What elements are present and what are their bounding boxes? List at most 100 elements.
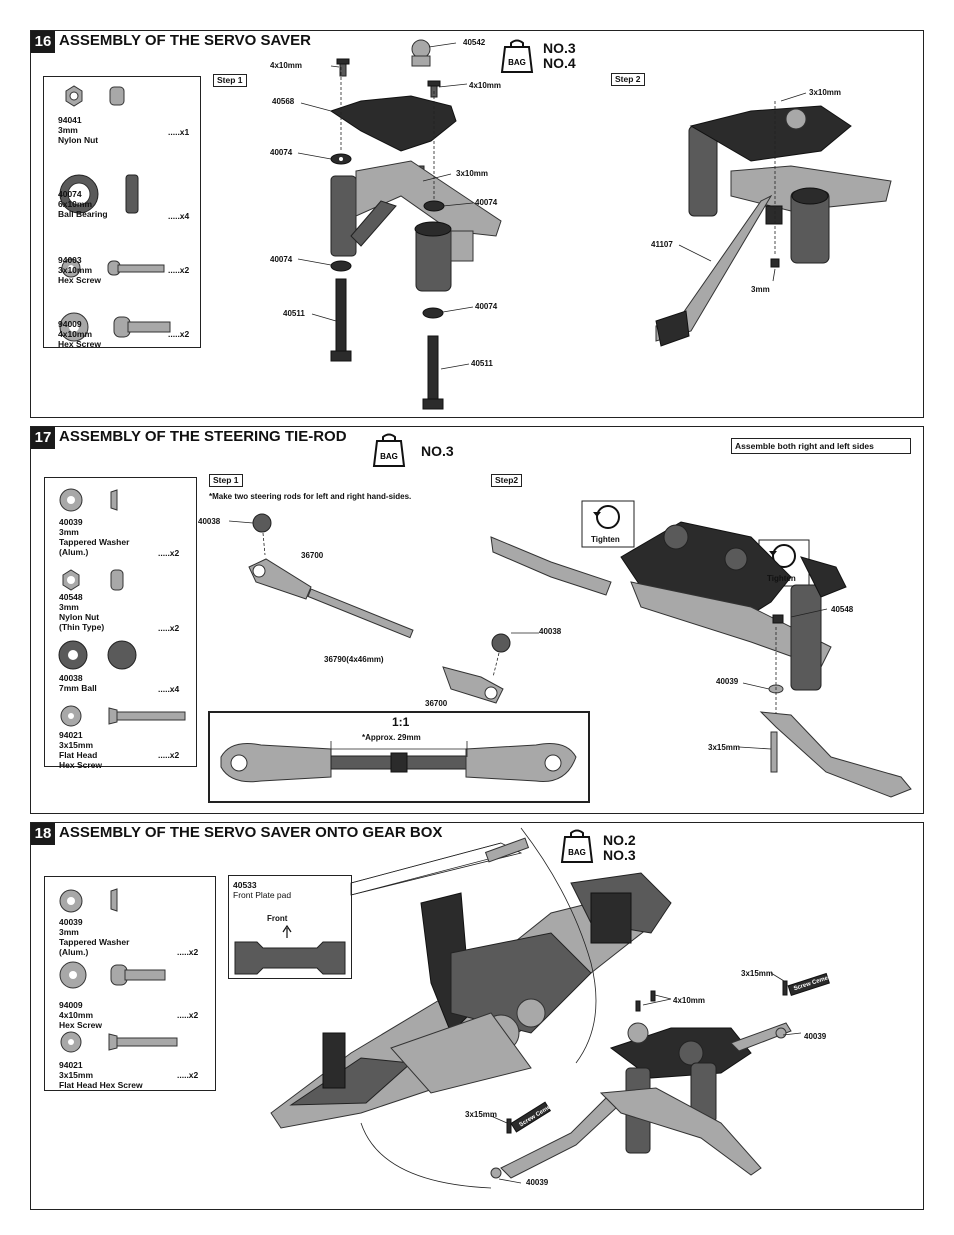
parts-list: 94041 3mm Nylon Nut .....x1 40074 6x10mm… [43,76,201,349]
callout: 40511 [471,359,493,368]
step-number: 16 [31,31,55,53]
step2-label: Step 2 [611,73,645,86]
part-qty: .....x2 [158,750,180,760]
scale-box: 1:1 *Approx. 29mm [208,711,590,803]
part-qty: .....x2 [168,265,190,275]
part-code: 40039 [59,517,83,527]
bag-number-1: NO.2 [603,832,636,848]
part-name2: Hex Screw [59,760,102,770]
part-size: 4x10mm [58,329,93,339]
step1-label: Step 1 [209,474,243,487]
callout: 4x10mm [270,61,303,70]
tighten-label: Tighten [767,574,796,583]
callout: 3mm [751,285,770,294]
part-name: Hex Screw [58,275,101,285]
callout: 40548 [831,605,854,614]
part-icons [58,488,186,727]
bag-icon: BAG [500,39,534,73]
part-code: 40074 [58,189,82,199]
part-code: 40038 [59,673,83,683]
callout: 40074 [270,255,293,264]
callout: 3x15mm [708,743,741,752]
part-code: 40548 [59,592,83,602]
part-name: Nylon Nut [58,135,99,145]
callout: 40039 [716,677,739,686]
part-qty: .....x2 [168,329,190,339]
section-17: 17 ASSEMBLY OF THE STEERING TIE-ROD BAG … [30,426,924,814]
part-name: Hex Screw [58,339,101,349]
part-name2: (Alum.) [59,947,89,957]
part-qty: .....x4 [158,684,180,694]
callout: 40039 [526,1178,549,1187]
section-title: ASSEMBLY OF THE SERVO SAVER [59,32,312,49]
part-icons [59,888,178,1053]
part-name2: (Alum.) [59,547,89,557]
part-size: 3mm [59,602,79,612]
part-size: 6x10mm [58,199,93,209]
pad-front-label: Front [267,914,288,923]
part-qty: .....x2 [158,623,180,633]
callout: 4x10mm [673,996,706,1005]
bag-icon: BAG [560,829,594,863]
callout: 40511 [283,309,305,318]
callout: 40542 [463,38,486,47]
part-name: Nylon Nut [59,612,100,622]
part-name: Flat Head [59,750,98,760]
part-name: Tappered Washer [59,937,130,947]
part-name: Ball Bearing [58,209,108,219]
part-size: 4x10mm [59,1010,94,1020]
callout: 40074 [475,198,498,207]
parts-list: 40039 3mm Tappered Washer (Alum.) .....x… [44,477,197,770]
part-code: 94009 [59,1000,83,1010]
part-code: 94021 [59,730,83,740]
part-name: Tappered Washer [59,537,130,547]
callout: 36790(4x46mm) [324,655,384,664]
part-size: 3mm [59,527,79,537]
callout: 40038 [198,517,221,526]
section-title: ASSEMBLY OF THE SERVO SAVER ONTO GEAR BO… [59,824,443,841]
servo-saver-step1-drawing [297,39,892,410]
part-name2: (Thin Type) [59,622,105,632]
parts-list: 40039 3mm Tappered Washer (Alum.) .....x… [44,876,216,1091]
pad-code: 40533 [233,880,257,890]
part-code: 94003 [58,255,82,265]
part-qty: .....x2 [158,548,180,558]
callout: 40568 [272,97,295,106]
pad-name: Front Plate pad [233,890,292,900]
part-size: 3x10mm [58,265,93,275]
step2-label: Step2 [491,474,523,487]
part-code: 94021 [59,1060,83,1070]
callout: 3x15mm [465,1110,498,1119]
bag-number-1: NO.3 [543,40,576,56]
bag-label: BAG [508,58,526,67]
section-18: 18 ASSEMBLY OF THE SERVO SAVER ONTO GEAR… [30,822,924,1210]
bag-number-2: NO.3 [603,847,636,863]
part-code: 94009 [58,319,82,329]
bag-number-2: NO.4 [543,55,576,71]
part-code: 40039 [59,917,83,927]
part-qty: .....x2 [177,1070,199,1080]
part-name: Flat Head Hex Screw [59,1080,143,1090]
approx-label: *Approx. 29mm [362,733,421,742]
step1-label: Step 1 [213,74,247,87]
callout: 40074 [475,302,498,311]
callout: 36700 [425,699,448,708]
callout: 3x10mm [809,88,842,97]
part-qty: .....x2 [177,947,199,957]
part-code: 94041 [58,115,82,125]
section-title: ASSEMBLY OF THE STEERING TIE-ROD [59,428,347,445]
callout: 36700 [301,551,324,560]
pad-icon [234,924,346,975]
step-number: 17 [31,427,55,449]
step1-note: *Make two steering rods for left and rig… [209,492,412,501]
part-size: 3mm [59,927,79,937]
part-size: 3x15mm [59,1070,94,1080]
front-plate-pad-box: 40533 Front Plate pad Front [228,875,352,979]
part-qty: .....x2 [177,1010,199,1020]
part-qty: .....x4 [168,211,190,221]
bag-label: BAG [568,848,586,857]
part-size: 7mm Ball [59,683,97,693]
scale-label: 1:1 [392,715,410,729]
callout: 40074 [270,148,293,157]
part-name: Hex Screw [59,1020,102,1030]
